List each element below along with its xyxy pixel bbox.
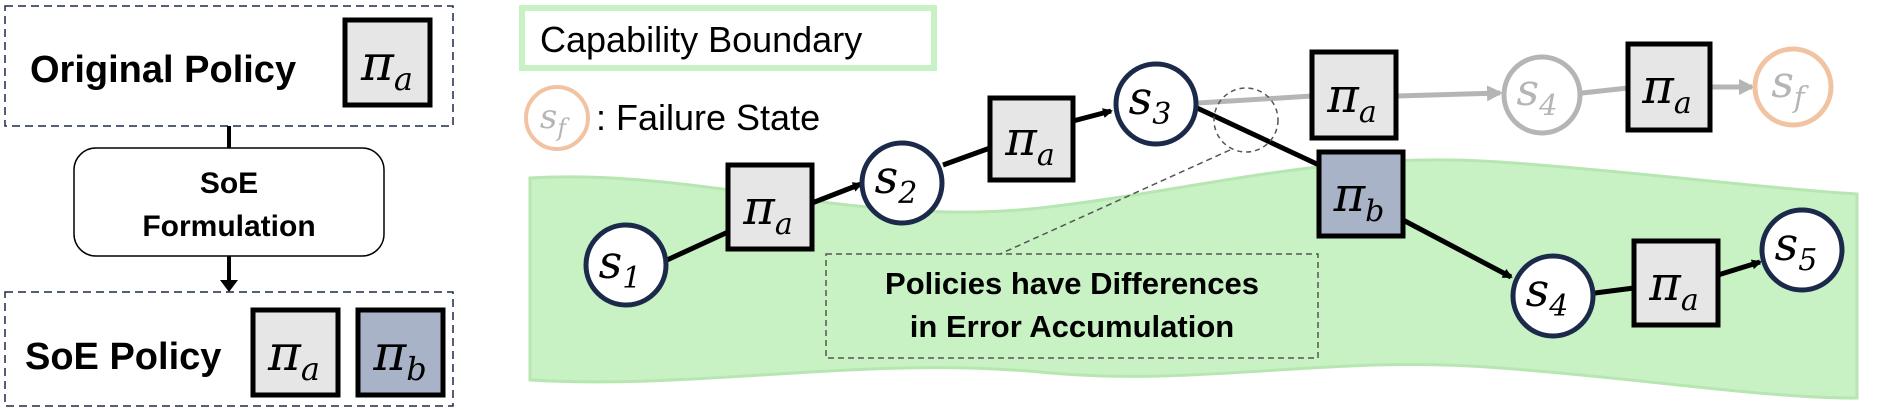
- state-sf: sf: [1752, 46, 1834, 128]
- soe-policy-box: [4, 291, 454, 407]
- edge-s3-pib: [1193, 104, 1321, 168]
- state-s4-faded: s4: [1501, 54, 1583, 136]
- right-panel: Capability Boundary sf : Failure State s…: [519, 5, 1859, 400]
- policy-box-4-faded-path: πa: [1625, 41, 1713, 133]
- edge-s4-pia-faded: [1581, 85, 1629, 96]
- edge-pia-s5: [1717, 259, 1762, 278]
- policy-box-6: πa: [1631, 238, 1721, 328]
- original-policy-box: [4, 5, 454, 127]
- edge-s3-pia-faded: [1197, 93, 1313, 106]
- svg-text:πb: πb: [1333, 167, 1385, 229]
- soe-formulation-line2: Formulation: [142, 210, 315, 243]
- svg-text:πa: πa: [1004, 111, 1054, 173]
- annotation-leader-line: [999, 149, 1231, 255]
- svg-text:s3: s3: [1129, 71, 1172, 132]
- state-s2: s2: [859, 140, 945, 226]
- state-s5: s5: [1759, 207, 1845, 293]
- capability-boundary-text: Capability Boundary: [540, 19, 862, 60]
- failure-legend-text: : Failure State: [596, 97, 820, 138]
- svg-text:s4: s4: [1526, 263, 1569, 324]
- failure-legend-circle: [524, 85, 590, 151]
- annotation-line1: Policies have Differences: [885, 266, 1259, 301]
- svg-text:πa: πa: [1641, 59, 1691, 121]
- original-policy-pi-a-box: [342, 17, 433, 108]
- state-s3: s3: [1113, 61, 1199, 147]
- policy-box-2: πa: [987, 95, 1076, 183]
- soe-formulation-line1: SoE: [200, 167, 258, 200]
- soe-policy-pi-a-box: [250, 307, 341, 398]
- left-panel: Original Policy πa SoE Formulation SoE P…: [4, 5, 454, 407]
- edge-pia-s3: [1072, 108, 1113, 124]
- svg-text:πa: πa: [1648, 256, 1698, 318]
- edge-s1-pia: [665, 229, 730, 263]
- edge-s4-pia: [1594, 285, 1635, 296]
- capability-boundary-legend: [519, 5, 937, 71]
- edge-pib-s4: [1401, 217, 1513, 280]
- edge-pia-s2: [811, 181, 863, 206]
- edge-s2-pia: [942, 145, 991, 168]
- soe-policy-label: SoE Policy: [25, 336, 221, 378]
- svg-text:s1: s1: [599, 235, 642, 296]
- policy-box-pib: πb: [1316, 149, 1406, 239]
- annotation-box: [825, 253, 1319, 359]
- connector-arrowhead: [220, 280, 238, 292]
- soe-policy-pi-a: πa: [267, 324, 320, 388]
- edge-pia-s4-faded: [1395, 85, 1503, 102]
- svg-text:πa: πa: [742, 180, 792, 242]
- policy-box-3-faded-path: πa: [1309, 49, 1399, 141]
- divergence-highlight-circle: [1213, 87, 1279, 153]
- svg-text:s4: s4: [1516, 65, 1557, 122]
- svg-text:πa: πa: [1326, 68, 1376, 130]
- soe-policy-pi-b-box: [355, 307, 446, 398]
- annotation-line2: in Error Accumulation: [910, 309, 1234, 344]
- original-policy-pi-a: πa: [360, 34, 413, 98]
- original-policy-label: Original Policy: [30, 49, 296, 91]
- state-s4: s4: [1510, 253, 1596, 339]
- soe-policy-pi-b: πb: [372, 324, 426, 388]
- svg-text:s2: s2: [875, 150, 918, 211]
- policy-box-1: πa: [725, 162, 815, 252]
- svg-text:s5: s5: [1775, 217, 1818, 278]
- state-s1: s1: [583, 222, 669, 308]
